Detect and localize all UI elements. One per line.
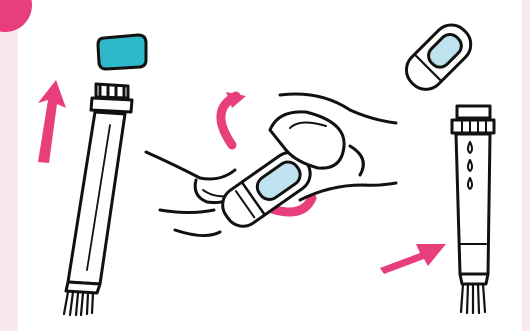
applicator-tube-right	[452, 106, 494, 313]
broken-ampoule	[399, 18, 478, 97]
hands-twisting-ampoule	[146, 92, 396, 236]
right-arrow-icon	[380, 244, 446, 274]
drop-icons	[468, 142, 472, 189]
up-arrow-icon	[38, 80, 66, 163]
applicator-tube-left	[64, 35, 146, 315]
brush-bristles	[64, 292, 93, 315]
cap-icon	[98, 35, 146, 69]
